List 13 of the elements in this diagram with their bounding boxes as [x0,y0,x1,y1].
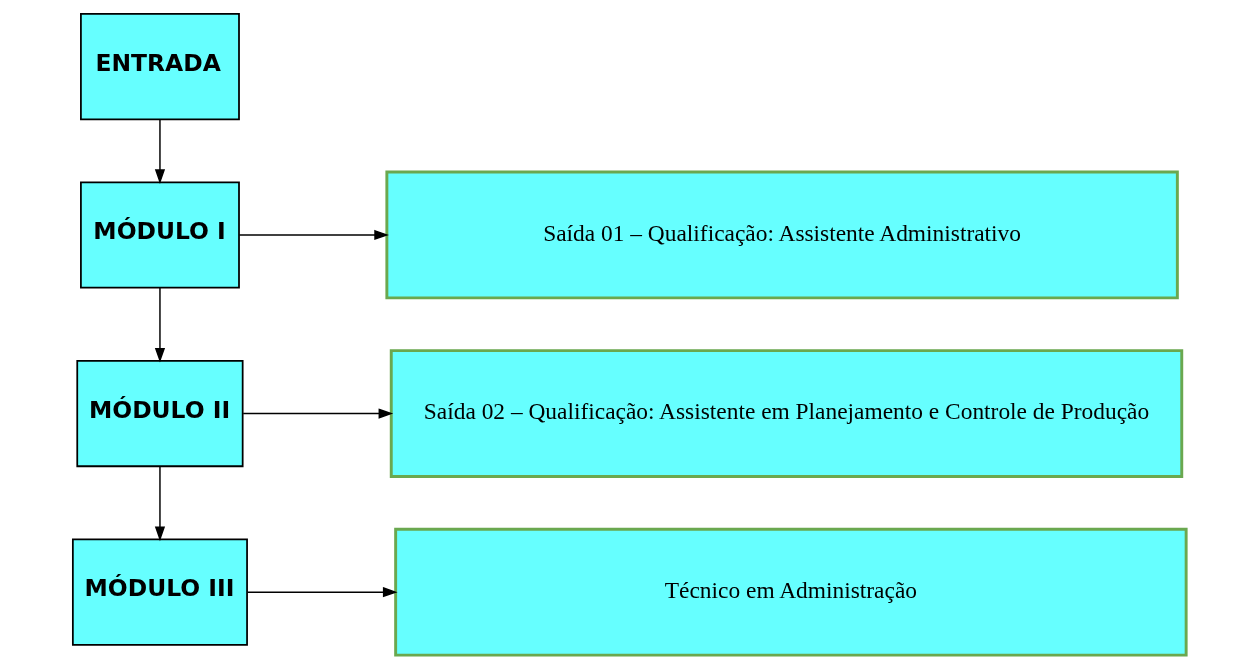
node-box: Saída 02 – Qualificação: Assistente em Planejamento e Controle de Produção [389,349,1184,478]
arrow [246,587,398,598]
arrow [242,408,394,419]
arrow [238,229,389,241]
node-box: Saída 01 – Qualificação: Assistente Administrativo [385,170,1179,300]
node-box: MÓDULO III [72,538,248,646]
node-box: MÓDULO II [76,359,244,468]
arrow [154,118,166,184]
arrow [154,287,166,363]
node-box: Técnico em Administração [394,527,1188,657]
node-box: MÓDULO I [80,181,240,289]
arrow [154,465,166,542]
node-box: ENTRADA [80,13,240,121]
